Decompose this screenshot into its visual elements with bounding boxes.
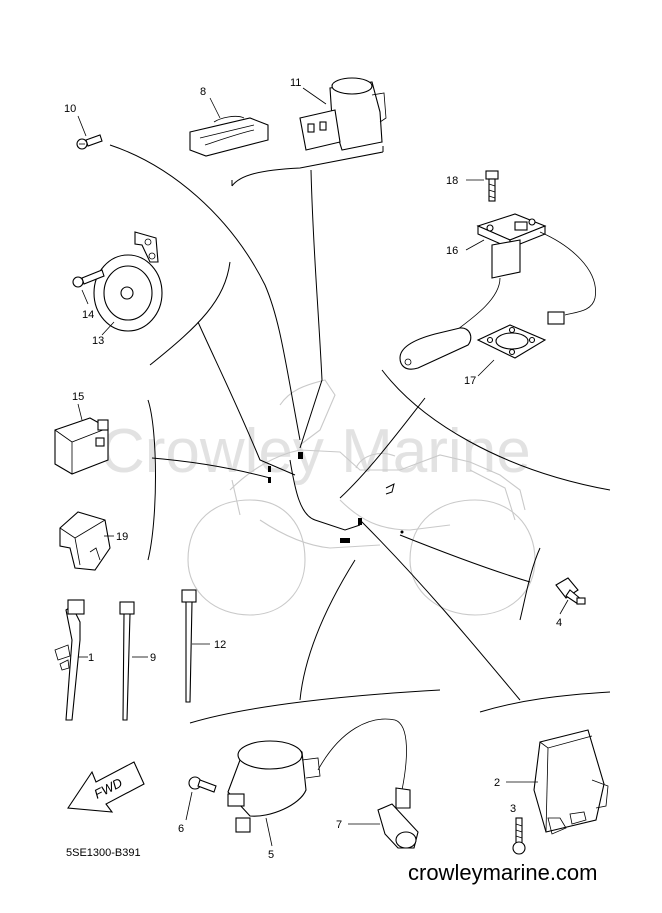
cable-tie-9-icon xyxy=(119,601,135,721)
part-number-5: 5 xyxy=(268,849,274,861)
cdi-unit-2-icon xyxy=(533,729,609,835)
part-number-3: 3 xyxy=(510,803,516,815)
website-link[interactable]: crowleymarine.com xyxy=(408,860,598,885)
gasket-17-icon xyxy=(476,324,547,359)
forward-arrow-icon: FWD xyxy=(67,761,145,813)
horn-13-icon xyxy=(93,231,163,332)
part-number-10: 10 xyxy=(64,103,76,115)
part-number-2: 2 xyxy=(494,777,500,789)
connector-socket-11-icon xyxy=(299,77,387,151)
wiring-lines xyxy=(109,144,611,724)
part-number-8: 8 xyxy=(200,86,206,98)
fuel-sender-16-icon xyxy=(399,213,596,370)
sensor-4-icon xyxy=(555,577,586,605)
part-number-17: 17 xyxy=(464,375,476,387)
part-number-18: 18 xyxy=(446,175,458,187)
harness-connectors xyxy=(268,452,404,543)
part-number-labels: 10 8 11 18 16 14 13 17 15 19 4 1 9 12 2 … xyxy=(64,77,562,861)
part-number-19: 19 xyxy=(116,531,128,543)
screw-10-icon xyxy=(76,134,103,150)
part-number-11: 11 xyxy=(290,77,301,89)
relay-15-icon xyxy=(54,417,109,475)
cable-tie-12-icon xyxy=(181,589,197,703)
cover-19-icon xyxy=(59,511,111,571)
part-number-1: 1 xyxy=(88,652,94,664)
clamp-bracket-8-icon xyxy=(189,115,269,157)
watermark-text: Crowley Marine xyxy=(100,417,531,486)
part-number-9: 9 xyxy=(150,652,156,664)
part-number-12: 12 xyxy=(214,639,226,651)
part-number-16: 16 xyxy=(446,245,458,257)
part-number-14: 14 xyxy=(82,309,94,321)
bolt-6-icon xyxy=(188,776,217,793)
drawing-code: 5SE1300-B391 xyxy=(66,847,141,859)
screw-14-icon xyxy=(72,269,105,288)
cable-tie-1-icon xyxy=(54,599,85,721)
bolt-18-icon xyxy=(485,170,499,202)
part-number-7: 7 xyxy=(336,819,342,831)
motorcycle-outline xyxy=(187,379,536,616)
part-number-13: 13 xyxy=(92,335,104,347)
bolt-3-icon xyxy=(512,817,526,855)
spark-plug-cap-7-icon xyxy=(317,718,419,849)
part-number-15: 15 xyxy=(72,391,84,403)
part-number-4: 4 xyxy=(556,617,562,629)
ignition-coil-5-icon xyxy=(227,740,321,833)
part-number-6: 6 xyxy=(178,823,184,835)
